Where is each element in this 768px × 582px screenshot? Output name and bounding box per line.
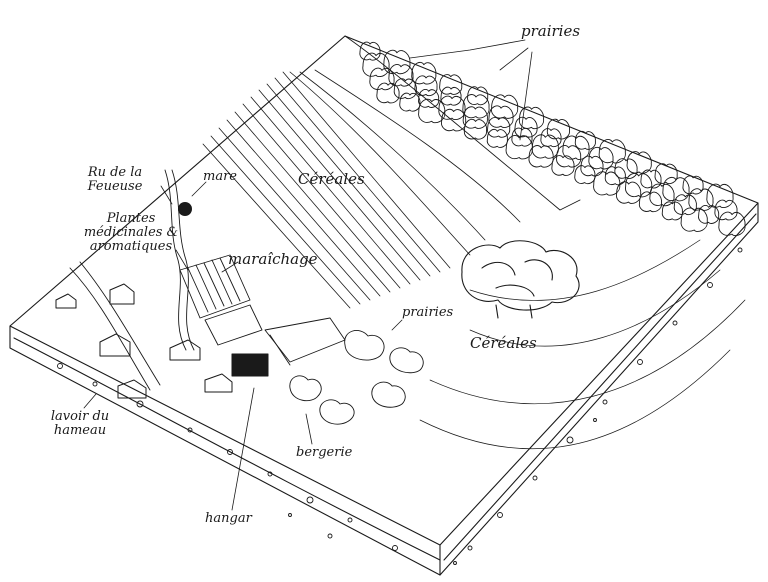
tree-crown	[588, 146, 614, 170]
right-field-lines	[419, 239, 746, 450]
tree-crown	[531, 134, 559, 159]
tree-crown	[463, 118, 487, 140]
leader-lines	[83, 39, 533, 511]
tree-crown	[383, 49, 411, 75]
tree-crown	[673, 194, 697, 216]
tree-crown	[418, 89, 440, 108]
tree-crown	[467, 86, 489, 106]
tree-crown	[614, 158, 638, 179]
tree-crown	[580, 155, 604, 177]
fence-enclosure	[264, 317, 346, 366]
tree-crown	[698, 205, 720, 224]
tree-crown	[662, 177, 690, 202]
tree-crown	[598, 139, 626, 164]
tree-crown	[487, 117, 511, 138]
tree-crown	[439, 74, 463, 95]
tree-crown	[574, 130, 596, 150]
hedge-line	[344, 35, 581, 211]
label-lavoir-du-hameau: lavoir du hameau	[50, 409, 110, 438]
tree-crown	[441, 108, 467, 132]
label-prairies-mid: prairies	[402, 305, 454, 320]
label-ru-de-la-feueuse: Ru de la Feueuse	[87, 165, 143, 194]
tree-crown	[362, 52, 390, 78]
tree-crown	[411, 62, 437, 85]
tree-crown	[718, 211, 746, 237]
label-hangar: hangar	[205, 511, 252, 526]
soil-texture	[57, 247, 743, 565]
tree-crown	[438, 95, 466, 121]
tree-crown	[625, 173, 653, 198]
tree-crown	[505, 135, 533, 160]
label-cereales-right: Céréales	[470, 334, 537, 352]
label-mare: mare	[203, 169, 237, 184]
tree-crown	[556, 145, 582, 168]
forest-band	[359, 41, 746, 237]
meadow-shrubs	[289, 330, 424, 425]
tree-crown	[514, 116, 538, 138]
tree-crown	[511, 127, 533, 147]
label-bergerie: bergerie	[296, 445, 353, 460]
cereal-field-furrows	[202, 69, 521, 309]
label-maraichage: maraîchage	[228, 250, 318, 268]
label-cereales-top: Céréales	[298, 170, 365, 188]
tree-crown	[369, 67, 395, 91]
tree-crown	[682, 175, 704, 195]
tree-crown	[486, 128, 508, 148]
tree-crown	[706, 183, 734, 209]
tree-crown	[491, 94, 519, 119]
tree-crown	[462, 94, 490, 119]
block-outline	[9, 35, 759, 576]
garden-plots	[179, 254, 263, 346]
tree-crown	[640, 169, 662, 189]
pond	[178, 202, 192, 216]
tree-crown	[414, 75, 438, 97]
tree-crown	[574, 165, 596, 185]
tree-crown	[551, 155, 575, 176]
tree-crown	[462, 106, 488, 129]
tree-crown	[376, 82, 400, 104]
tree-crown	[562, 135, 590, 160]
tree-crown	[488, 105, 514, 129]
label-plantes-medicinales: Plantes médicinales & aromatiques	[83, 211, 179, 254]
tree-crown	[399, 92, 421, 112]
tree-crown	[604, 166, 626, 186]
brook-and-road	[69, 169, 195, 391]
tree-crown	[661, 201, 683, 221]
tree-crown	[626, 151, 652, 174]
tree-crown	[714, 199, 738, 221]
tree-crown	[616, 181, 642, 204]
tree-crown	[638, 191, 662, 213]
tree-crown	[528, 145, 554, 168]
tree-crown	[393, 78, 417, 100]
label-prairies-top: prairies	[521, 22, 581, 40]
farm-buildings	[55, 283, 269, 399]
tree-crown	[680, 207, 708, 232]
tree-crown	[440, 86, 462, 106]
tree-crown	[649, 183, 675, 207]
tree-cluster	[461, 240, 580, 319]
tree-crown	[359, 41, 381, 61]
tree-crown	[546, 118, 570, 140]
